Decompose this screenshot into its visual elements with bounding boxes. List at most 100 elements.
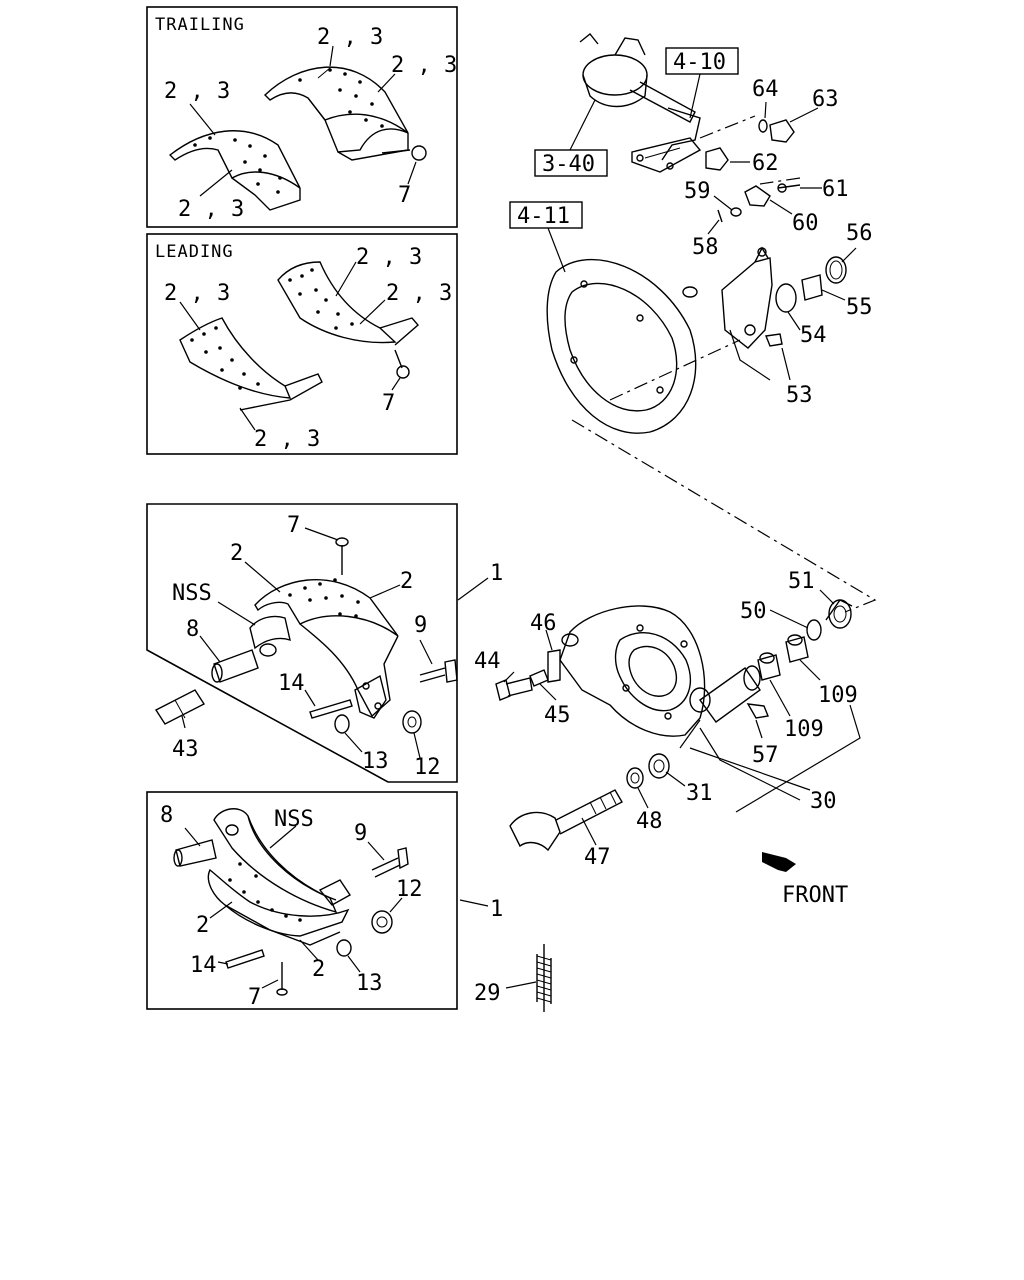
bushing-12 [402,710,422,734]
return-spring-29: 29 [474,944,552,1012]
shoe-assembly-a [249,578,399,719]
trailing-callout-2-3-top: 2 , 3 [317,25,383,50]
ring-13-b [336,939,352,957]
callout-b-2-bottom: 2 [312,957,325,982]
pin-58 [717,209,723,223]
callout-109-b: 109 [784,717,824,742]
callout-47: 47 [584,845,611,870]
callout-29: 29 [474,981,501,1006]
bolt-9-b [371,847,409,878]
callout-51: 51 [788,569,815,594]
ref-4-11: 4-11 [517,204,570,229]
trailing-callout-2-3-bottom: 2 , 3 [178,197,244,222]
nut-62 [705,147,729,171]
pin-14 [309,699,353,719]
bushing-12-b [371,910,393,934]
bolt-44 [495,677,533,701]
plate-46 [547,649,561,683]
callout-63: 63 [812,87,839,112]
washer-45 [529,669,549,687]
callout-43: 43 [172,737,199,762]
callout-a-2-right: 2 [400,569,413,594]
callout-55: 55 [846,295,873,320]
callout-58: 58 [692,235,719,260]
bolt-9 [419,659,458,683]
fitting-57 [746,703,769,719]
trailing-callout-7: 7 [398,183,411,208]
front-arrow-icon [762,852,796,872]
washer-64 [758,119,768,133]
dust-cover [546,258,741,434]
spider-camshaft-group: 51 50 46 44 45 109 109 57 31 30 48 47 [474,569,861,870]
callout-a-1: 1 [490,561,503,586]
callout-109-a: 109 [818,683,858,708]
ref-3-40: 3-40 [542,152,595,177]
callout-62: 62 [752,151,779,176]
callout-57: 57 [752,743,779,768]
assembly-axis-line-short [759,177,801,185]
leading-callout-2-3-left: 2 , 3 [164,281,230,306]
callout-61: 61 [822,177,849,202]
trailing-caption: TRAILING [155,15,245,35]
callout-a-nss: NSS [172,581,212,606]
leading-callout-7: 7 [382,391,395,416]
callout-b-8: 8 [160,803,173,828]
assembly-axis-line [571,419,877,613]
trailing-callout-2-3-left: 2 , 3 [164,79,230,104]
callout-b-14: 14 [190,953,217,978]
callout-b-13: 13 [356,971,383,996]
camshaft-tube [699,667,761,723]
callout-b-2-left: 2 [196,913,209,938]
washer-54 [775,283,797,313]
callout-b-1: 1 [490,897,503,922]
nut-63 [769,119,795,143]
callout-b-7: 7 [248,985,261,1010]
callout-46: 46 [530,611,557,636]
trailing-callout-2-3-right: 2 , 3 [391,53,457,78]
callout-b-9: 9 [354,821,367,846]
shoe-assembly-panel-b: 8 NSS 9 12 2 2 14 7 13 1 [146,791,503,1010]
plate-55 [801,274,823,301]
front-label: FRONT [782,883,848,908]
callout-a-7: 7 [287,513,300,538]
callout-48: 48 [636,809,663,834]
leading-left-shoe [179,317,323,411]
trailing-left-shoe [168,130,301,211]
callout-a-12: 12 [414,755,441,780]
bolt-61 [777,184,801,189]
shoe-assembly-panel-a: 7 2 2 NSS 8 9 14 13 12 1 [146,503,503,783]
callout-30: 30 [810,789,837,814]
callout-a-8: 8 [186,617,199,642]
leading-caption: LEADING [155,242,234,262]
washer-48 [626,767,644,789]
leading-callout-2-3-top: 2 , 3 [356,245,422,270]
shoe-assembly-b [207,808,352,946]
seal-50 [806,619,822,641]
slack-adjuster-53 [721,257,773,349]
pin-8 [211,649,259,683]
pin-8-b [173,839,217,867]
callout-45: 45 [544,703,571,728]
washer-59 [730,207,742,217]
grease-nipple [765,333,783,347]
leading-callout-2-3-right: 2 , 3 [386,281,452,306]
callout-b-nss: NSS [274,807,314,832]
pin-14-b [225,949,265,969]
brake-spider [559,605,711,737]
leading-callout-2-3-bottom: 2 , 3 [254,427,320,452]
bushing-109-b [785,636,809,663]
leading-rivet [394,349,410,379]
ref-4-10: 4-10 [673,50,726,75]
callout-60: 60 [792,211,819,236]
callout-a-2-left: 2 [230,541,243,566]
front-indicator: FRONT [762,852,848,908]
callout-53: 53 [786,383,813,408]
brake-chamber-group: 4-10 3-40 4-11 64 63 62 61 59 60 58 [509,33,873,434]
callout-a-13: 13 [362,749,389,774]
trailing-rivet [381,145,427,161]
roller-pin-43: 43 [154,689,206,762]
ring-13 [334,714,350,734]
washer-31 [648,753,670,779]
callout-59: 59 [684,179,711,204]
